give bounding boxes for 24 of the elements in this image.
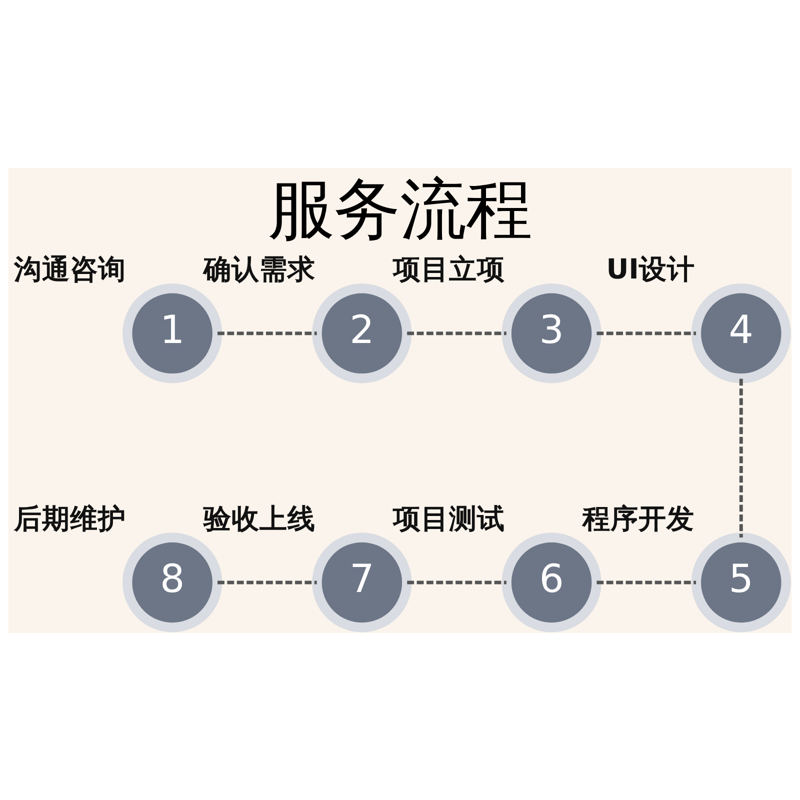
node-circle: 7 — [312, 532, 412, 632]
node-circle: 1 — [122, 283, 222, 383]
connector — [596, 331, 696, 335]
node-circle: 2 — [312, 283, 412, 383]
node-circle: 8 — [122, 532, 222, 632]
node-label: 项目测试 — [393, 501, 506, 534]
node-label: 沟通咨询 — [14, 252, 126, 286]
node-label: 验收上线 — [203, 501, 316, 534]
node-label: UI设计 — [606, 252, 695, 286]
node-circle: 5 — [691, 532, 791, 632]
node-label: 程序开发 — [582, 501, 695, 534]
node-circle: 4 — [691, 283, 791, 383]
node-label: 后期维护 — [14, 501, 126, 534]
connector — [739, 378, 743, 537]
node-circle: 6 — [502, 532, 602, 632]
connector — [407, 580, 506, 584]
node-label: 确认需求 — [203, 252, 316, 286]
connector — [218, 331, 317, 335]
connector — [407, 331, 506, 335]
connector — [596, 580, 696, 584]
node-circle: 3 — [502, 283, 602, 383]
node-label: 项目立项 — [393, 252, 506, 286]
connector — [218, 580, 317, 584]
diagram-title: 服务流程 — [268, 170, 532, 248]
